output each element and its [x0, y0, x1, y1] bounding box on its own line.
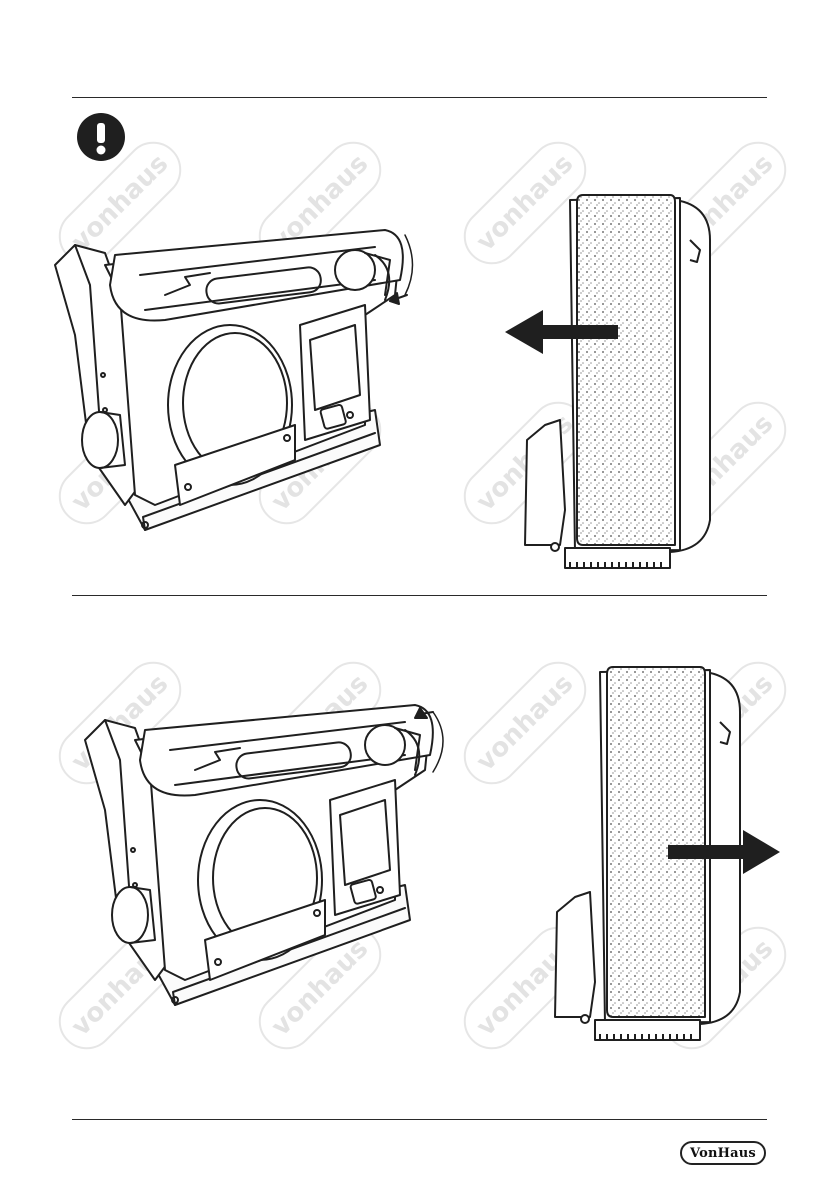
middle-divider [72, 595, 767, 596]
bottom-divider [72, 1119, 767, 1120]
top-divider [72, 97, 767, 98]
belt-tracking-side-view-bottom [545, 662, 785, 1057]
exclamation-warning-icon [77, 113, 125, 161]
belt-sander-illustration-top [45, 225, 435, 540]
belt-sander-illustration-bottom [75, 700, 465, 1015]
vonhaus-logo: VonHaus [680, 1141, 766, 1165]
belt-tracking-side-view-top [505, 190, 735, 580]
